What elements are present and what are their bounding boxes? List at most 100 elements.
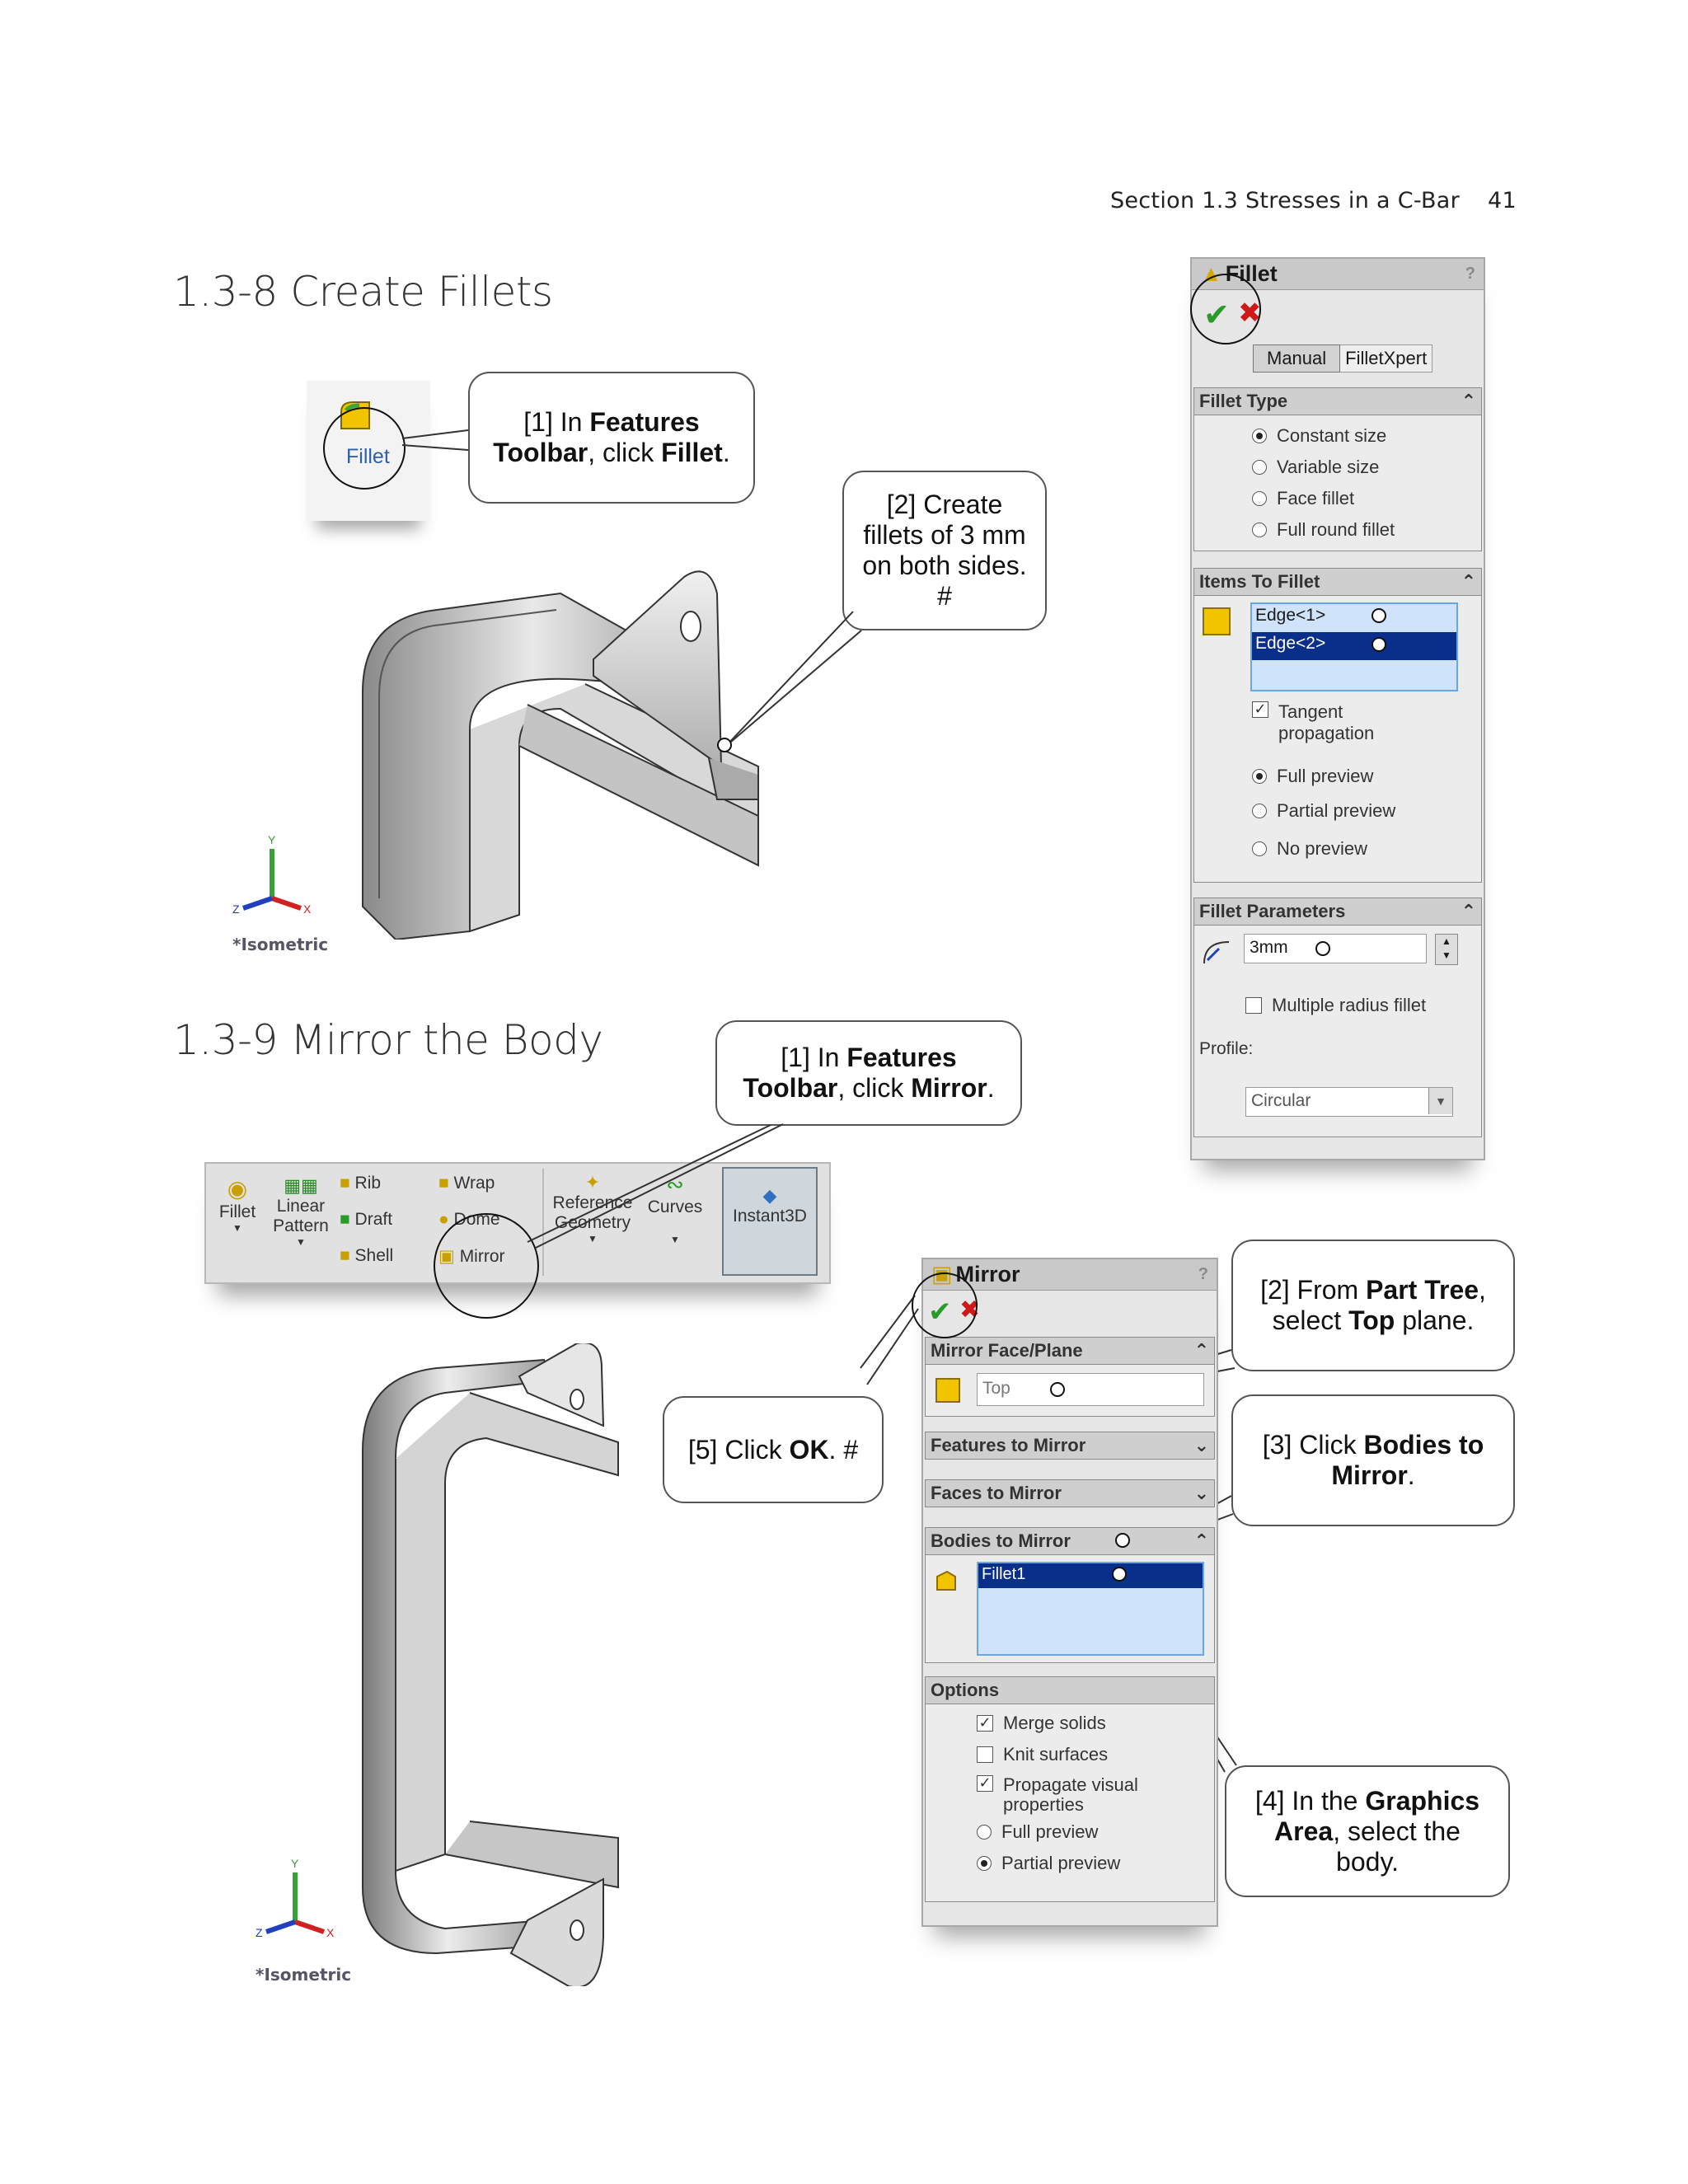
help-icon[interactable]: ? (1198, 1265, 1208, 1283)
fillet-property-manager: ▲ Fillet ? ✔ ✖ Manual FilletXpert Fillet… (1190, 257, 1485, 1160)
items-to-fillet-header[interactable]: Items To Fillet⌃ (1193, 568, 1482, 596)
mirror-property-manager: ▣ Mirror ? ✔ ✖ Mirror Face/Plane⌃ Top Fe… (912, 1258, 1218, 1927)
linear-pattern-icon: ▦▦ (284, 1175, 318, 1196)
reference-geometry-icon: ✦ (584, 1172, 601, 1193)
fillet-parameters-header[interactable]: Fillet Parameters⌃ (1193, 898, 1482, 926)
fillet-toolbar-snippet: Fillet (307, 381, 430, 521)
radius-spinner[interactable]: ▲▼ (1435, 934, 1458, 965)
highlight-circle-ok (1190, 274, 1261, 344)
mirror-ok-cancel-row: ✔ ✖ (912, 1272, 1217, 1338)
radius-icon (1201, 937, 1234, 967)
coordinate-triad-2: Y X Z (254, 1856, 345, 1939)
option-mirror-full-preview[interactable]: Full preview (977, 1816, 1214, 1848)
edge-2-item[interactable]: Edge<2> (1252, 632, 1456, 660)
knit-surfaces-checkbox[interactable]: Knit surfaces (977, 1739, 1214, 1770)
toolbar-curves-button[interactable]: ∾Curves▼ (647, 1172, 703, 1245)
rib-icon: ■ (340, 1174, 350, 1193)
callout-fillet-step2: [2] Create fillets of 3 mm on both sides… (842, 471, 1047, 630)
tab-manual[interactable]: Manual (1253, 344, 1341, 373)
ok-cancel-row: ✔ ✖ (1190, 274, 1484, 344)
fillet-icon: ◉ (227, 1176, 248, 1202)
svg-text:Z: Z (256, 1926, 263, 1938)
highlight-circle-mirror-ok (912, 1272, 978, 1338)
toolbar-instant3d-button[interactable]: ◆Instant3D (722, 1167, 818, 1276)
toolbar-fillet-button[interactable]: ◉Fillet▼ (211, 1175, 264, 1234)
fillet-type-header[interactable]: Fillet Type⌃ (1193, 387, 1482, 415)
toolbar-shell-button[interactable]: ■ Shell (340, 1246, 394, 1265)
svg-text:Y: Y (268, 833, 276, 846)
highlight-circle-mirror (434, 1213, 539, 1319)
collapse-icon: ⌃ (1461, 571, 1476, 592)
help-icon[interactable]: ? (1465, 265, 1475, 283)
callout-mirror-step2: [2] From Part Tree, select Top plane. (1231, 1240, 1515, 1371)
toolbar-separator (542, 1169, 544, 1276)
section-1-3-8-title: 1.3-8 Create Fillets (173, 268, 553, 316)
mirror-plane-field[interactable]: Top (977, 1373, 1204, 1406)
options-header[interactable]: Options (925, 1676, 1215, 1704)
c-bar-model-filleted[interactable] (346, 552, 808, 941)
toolbar-rib-button[interactable]: ■ Rib (340, 1174, 382, 1193)
body-fillet1-item[interactable]: Fillet1 (978, 1563, 1203, 1588)
c-bar-model-mirrored[interactable] (346, 1342, 659, 1989)
option-full-round-fillet[interactable]: Full round fillet (1252, 514, 1481, 546)
option-partial-preview[interactable]: Partial preview (1252, 795, 1395, 827)
svg-text:Z: Z (232, 902, 240, 915)
dome-icon: ● (438, 1210, 449, 1229)
options-body: ✓Merge solids Knit surfaces ✓Propagate v… (925, 1704, 1215, 1902)
option-no-preview[interactable]: No preview (1252, 833, 1367, 865)
toolbar-draft-button[interactable]: ■ Draft (340, 1210, 393, 1229)
fillet-leader-lines (401, 429, 862, 748)
shell-icon: ■ (340, 1246, 350, 1265)
fillet-edge-marker (717, 738, 732, 752)
curves-icon: ∾ (666, 1172, 684, 1197)
option-full-preview[interactable]: Full preview (1252, 761, 1373, 792)
chevron-down-icon: ▼ (1428, 1088, 1452, 1114)
section-title: Section 1.3 Stresses in a C-Bar (1109, 188, 1461, 213)
edge-selection-icon (1203, 607, 1231, 635)
expand-icon: ⌄ (1193, 1435, 1209, 1455)
merge-solids-checkbox[interactable]: ✓Merge solids (977, 1708, 1214, 1739)
fillet-type-options: Constant size Variable size Face fillet … (1193, 415, 1482, 551)
toolbar-wrap-button[interactable]: ■ Wrap (438, 1174, 495, 1193)
mirror-face-plane-body: Top (925, 1365, 1215, 1417)
expand-icon: ⌄ (1193, 1483, 1209, 1503)
mirror-face-plane-header[interactable]: Mirror Face/Plane⌃ (925, 1337, 1215, 1365)
items-to-fillet-body: Edge<1> Edge<2> ✓Tangent propagation Ful… (1193, 596, 1482, 883)
view-label-isometric-2: *Isometric (256, 1965, 352, 1985)
option-face-fillet[interactable]: Face fillet (1252, 483, 1481, 514)
edge-1-item[interactable]: Edge<1> (1252, 604, 1456, 632)
edges-selection-list[interactable]: Edge<1> Edge<2> (1250, 602, 1458, 691)
option-variable-size[interactable]: Variable size (1252, 452, 1481, 483)
bodies-to-mirror-header[interactable]: Bodies to Mirror⌃ (925, 1527, 1215, 1555)
tangent-propagation-checkbox[interactable]: ✓Tangent propagation (1252, 701, 1377, 744)
option-mirror-partial-preview[interactable]: Partial preview (977, 1848, 1214, 1879)
instant3d-icon: ◆ (762, 1185, 777, 1206)
body-selection-icon (934, 1568, 959, 1593)
collapse-icon: ⌃ (1461, 391, 1476, 411)
wrap-icon: ■ (438, 1174, 449, 1193)
mirror-panel-header: ▣ Mirror ? (923, 1259, 1217, 1291)
highlight-circle-fillet (323, 407, 406, 490)
features-to-mirror-header[interactable]: Features to Mirror⌄ (925, 1432, 1215, 1460)
collapse-icon: ⌃ (1193, 1530, 1209, 1551)
faces-to-mirror-header[interactable]: Faces to Mirror⌄ (925, 1479, 1215, 1507)
svg-text:X: X (303, 902, 312, 915)
profile-select[interactable]: Circular▼ (1245, 1087, 1453, 1117)
coordinate-triad-1: Y X Z (231, 832, 321, 916)
collapse-icon: ⌃ (1461, 901, 1476, 921)
page-number: 41 (1488, 188, 1517, 213)
bodies-selection-list[interactable]: Fillet1 (977, 1562, 1204, 1656)
tab-filletxpert[interactable]: FilletXpert (1340, 344, 1433, 373)
propagate-visual-properties-checkbox[interactable]: ✓Propagate visual properties (977, 1770, 1214, 1816)
multiple-radius-checkbox[interactable]: Multiple radius fillet (1245, 990, 1426, 1021)
section-1-3-9-title: 1.3-9 Mirror the Body (173, 1016, 603, 1064)
mode-tabs: Manual FilletXpert (1253, 344, 1484, 373)
option-constant-size[interactable]: Constant size (1252, 420, 1481, 452)
svg-text:X: X (326, 1926, 335, 1938)
radius-input[interactable]: 3mm (1244, 934, 1427, 963)
